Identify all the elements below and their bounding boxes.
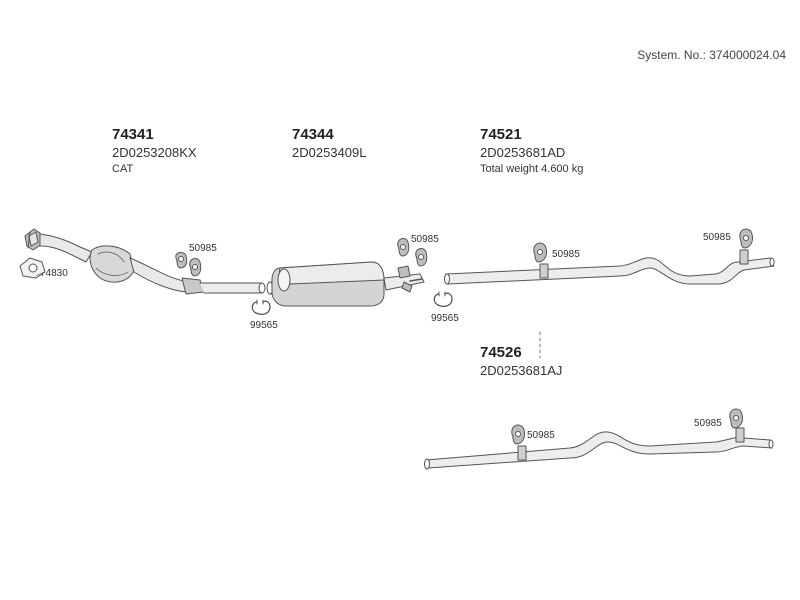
part-block-catalytic: 74341 2D0253208KX CAT xyxy=(112,126,197,177)
middle-silencer-icon xyxy=(266,261,425,307)
front-flange-icon xyxy=(24,228,43,251)
catalytic-converter-icon xyxy=(39,233,266,295)
hanger-label: 50985 xyxy=(694,418,722,429)
rubber-hanger-icon xyxy=(511,424,525,445)
part-note: CAT xyxy=(112,163,134,175)
rubber-hanger-icon xyxy=(397,238,428,267)
part-block-middle-silencer: 74344 2D0253409L xyxy=(292,126,366,161)
part-block-rear-pipe: 74521 2D0253681AD Total weight 4.600 kg xyxy=(480,126,583,177)
part-code: 2D0253681AD xyxy=(480,145,566,160)
part-number: 74521 xyxy=(480,126,522,143)
part-number: 74341 xyxy=(112,126,154,143)
system-number: System. No.: 374000024.04 xyxy=(637,48,786,62)
part-code: 2D0253681AJ xyxy=(480,363,563,378)
part-note: Total weight 4.600 kg xyxy=(480,163,584,175)
rubber-hanger-icon xyxy=(739,228,753,265)
hanger-label: 50985 xyxy=(411,234,439,245)
rubber-hanger-icon xyxy=(729,408,743,429)
clamp-label: 99565 xyxy=(250,320,278,331)
hanger-label: 50985 xyxy=(703,232,731,243)
hanger-label: 50985 xyxy=(189,243,217,254)
rubber-hanger-icon xyxy=(175,251,202,277)
part-number: 74526 xyxy=(480,344,522,361)
gasket-icon xyxy=(19,257,46,279)
rubber-hanger-icon xyxy=(533,242,547,263)
hanger-label: 50985 xyxy=(527,430,555,441)
part-number: 74344 xyxy=(292,126,334,143)
gasket-label: 74830 xyxy=(40,268,68,279)
pipe-clamp-icon xyxy=(251,299,271,315)
clamp-label: 99565 xyxy=(431,313,459,324)
alt-rear-pipe-icon xyxy=(424,427,774,470)
part-code: 2D0253409L xyxy=(292,145,367,160)
pipe-clamp-icon xyxy=(433,291,453,307)
hanger-label: 50985 xyxy=(552,249,580,260)
part-block-alt-rear-pipe: 74526 2D0253681AJ xyxy=(480,344,562,379)
part-code: 2D0253208KX xyxy=(112,145,197,160)
rear-pipe-icon xyxy=(444,257,775,285)
